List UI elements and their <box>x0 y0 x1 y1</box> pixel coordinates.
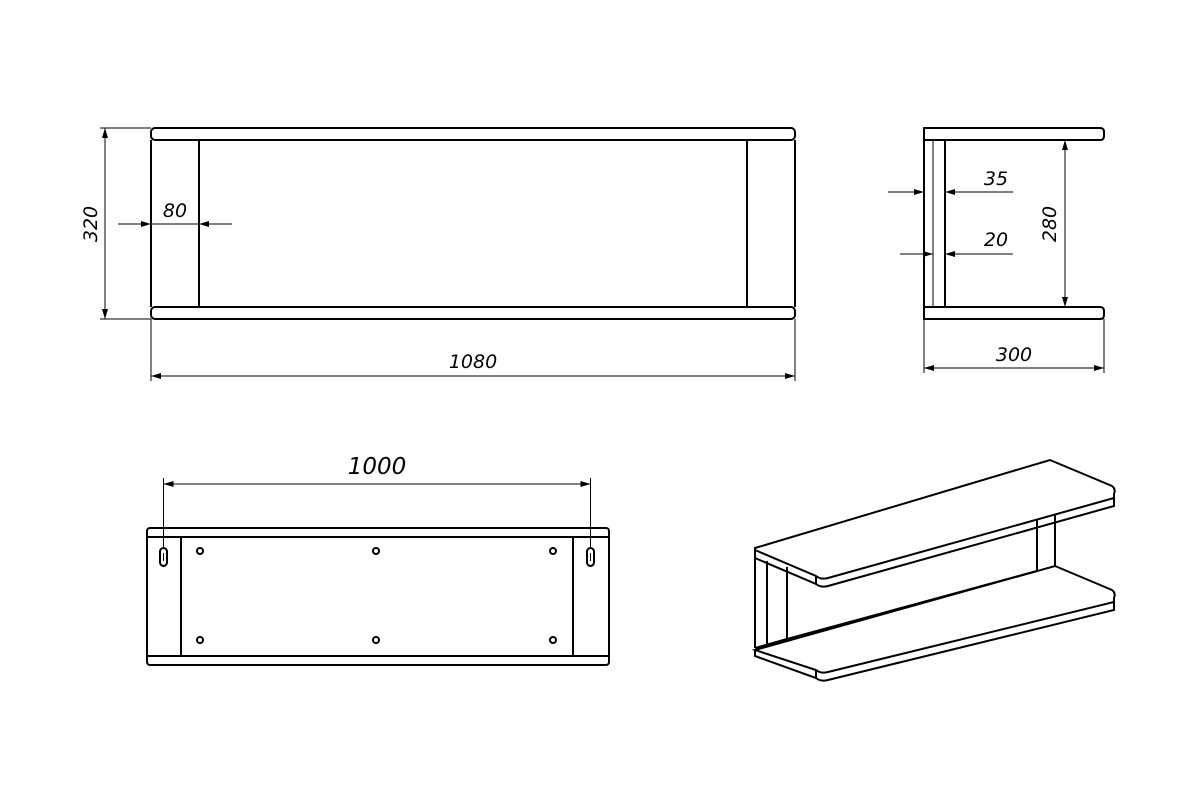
inner-height-dimension: 280 <box>1039 206 1061 242</box>
mount-slot-right <box>586 547 595 567</box>
front-view: 320 80 1080 <box>80 127 796 381</box>
height-dimension: 320 <box>80 206 102 242</box>
back-total-dimension: 35 <box>984 168 1008 190</box>
side-view: 35 20 280 300 <box>888 127 1105 373</box>
mount-slot-left <box>159 547 168 567</box>
screw-holes <box>196 547 557 644</box>
side-thickness-dimension: 80 <box>163 200 187 222</box>
back-view: 1000 <box>146 454 610 666</box>
isometric-view <box>751 458 1116 682</box>
width-dimension: 1080 <box>449 351 497 373</box>
back-panel-dimension: 20 <box>984 229 1008 251</box>
depth-dimension: 300 <box>996 344 1032 366</box>
mount-spacing-dimension: 1000 <box>348 454 407 480</box>
